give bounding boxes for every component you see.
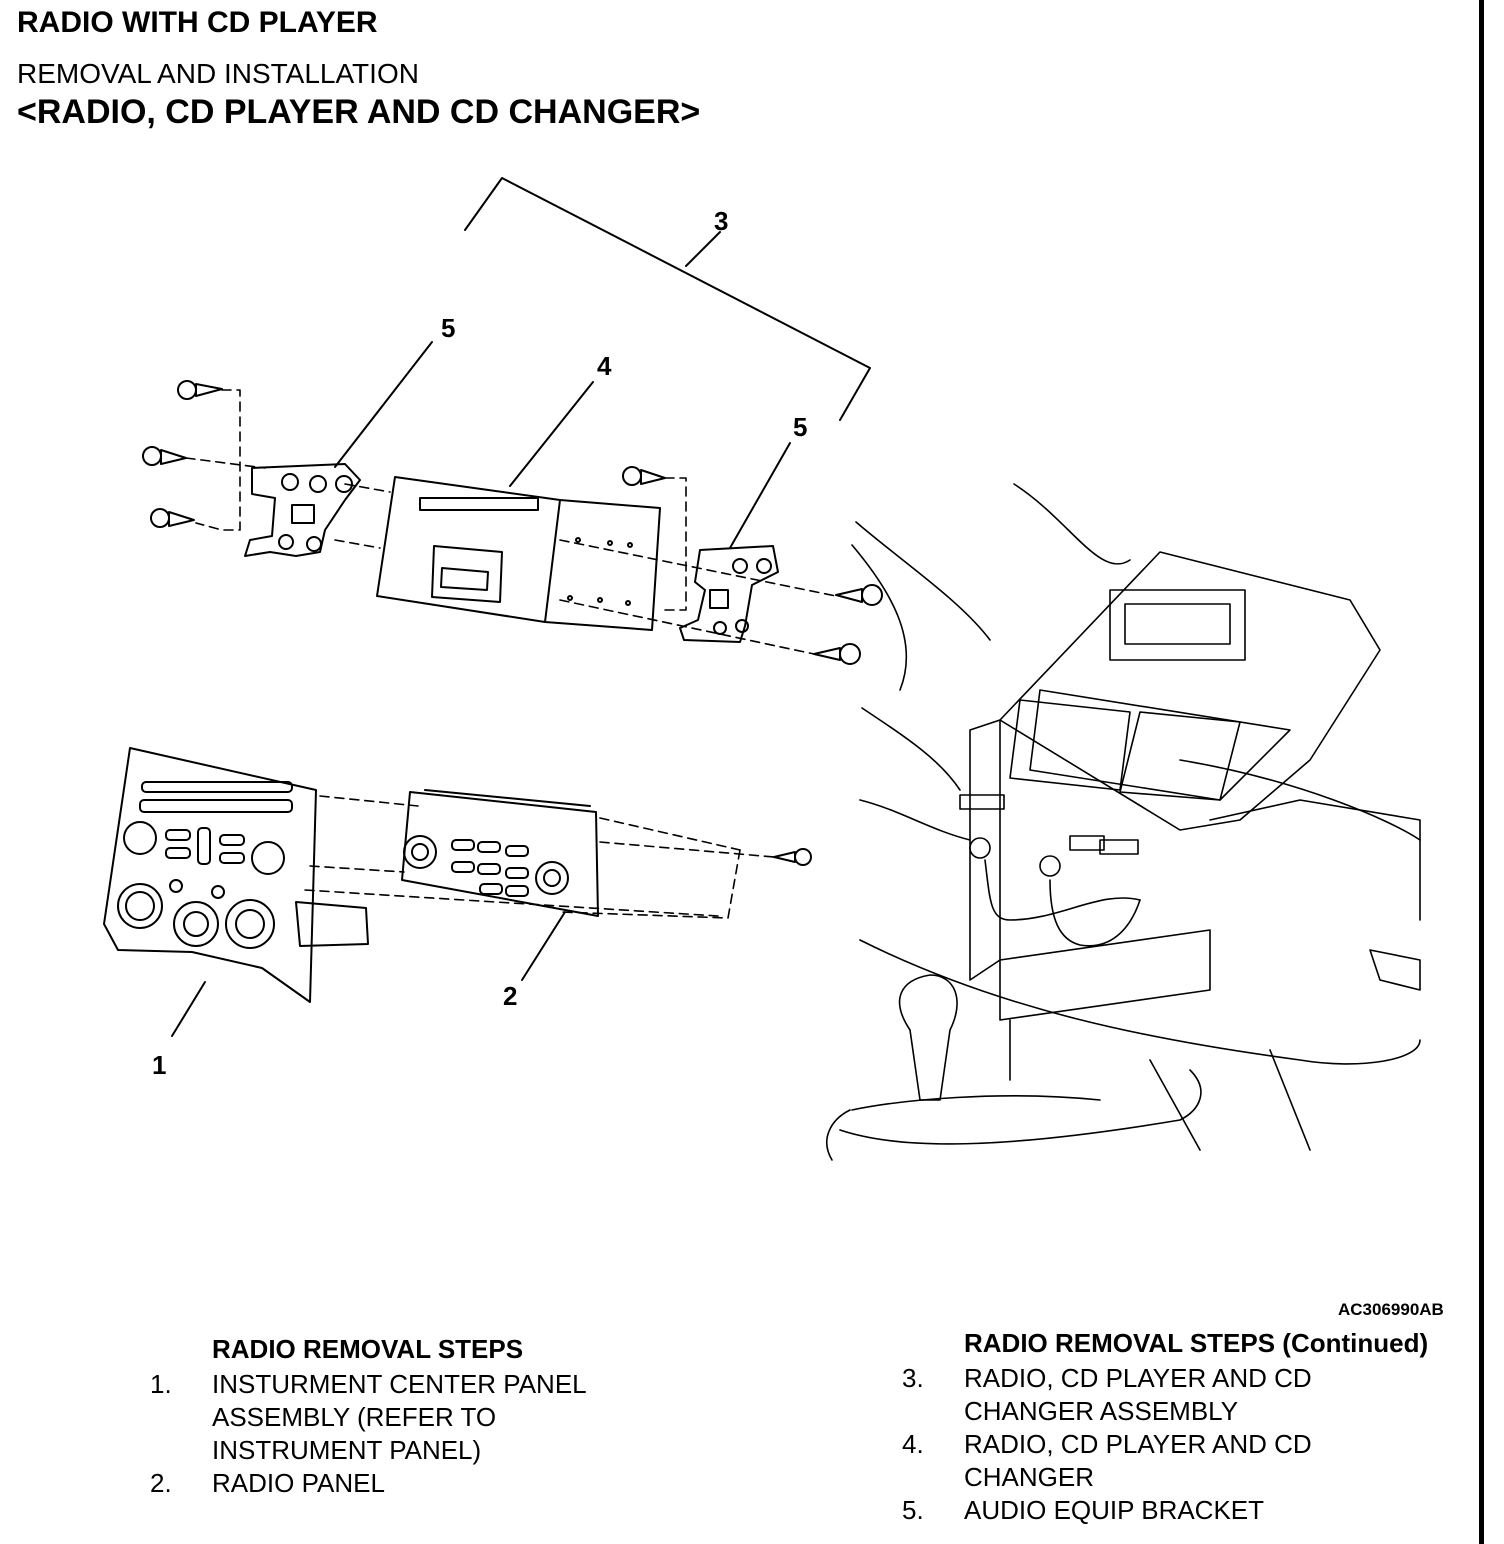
step-item: 2. RADIO PANEL bbox=[150, 1467, 587, 1500]
step-number: 4. bbox=[902, 1429, 924, 1459]
step-text: CHANGER ASSEMBLY bbox=[964, 1396, 1239, 1426]
removal-steps-right: RADIO REMOVAL STEPS (Continued) 3. RADIO… bbox=[902, 1327, 1428, 1527]
step-text: AUDIO EQUIP BRACKET bbox=[964, 1495, 1265, 1525]
callout-1: 1 bbox=[152, 1050, 166, 1080]
page-border-right bbox=[1479, 0, 1484, 1544]
screw-icon bbox=[622, 466, 666, 486]
instrument-center-panel bbox=[103, 747, 369, 1003]
callout-3: 3 bbox=[714, 206, 728, 236]
screw-icons bbox=[142, 380, 883, 866]
page-title: RADIO WITH CD PLAYER bbox=[17, 6, 378, 39]
audio-equip-bracket-left bbox=[244, 463, 361, 557]
step-number: 1. bbox=[150, 1369, 172, 1399]
step-text: INSTURMENT CENTER PANEL bbox=[212, 1369, 587, 1399]
removal-steps-left: RADIO REMOVAL STEPS 1. INSTURMENT CENTER… bbox=[150, 1333, 587, 1500]
dashboard-interior bbox=[826, 483, 1421, 1161]
page-subtitle: REMOVAL AND INSTALLATION bbox=[17, 58, 419, 89]
screw-icon bbox=[813, 643, 861, 665]
step-item: 3. RADIO, CD PLAYER AND CD CHANGER ASSEM… bbox=[902, 1362, 1428, 1428]
screw-icon bbox=[835, 584, 883, 606]
screw-icon bbox=[773, 848, 812, 866]
step-number: 3. bbox=[902, 1363, 924, 1393]
step-number: 2. bbox=[150, 1468, 172, 1498]
step-number: 5. bbox=[902, 1495, 924, 1525]
callout-4: 4 bbox=[597, 351, 612, 381]
steps-heading: RADIO REMOVAL STEPS bbox=[212, 1334, 524, 1364]
step-item: 5. AUDIO EQUIP BRACKET bbox=[902, 1494, 1428, 1527]
figure-id: AC306990AB bbox=[1338, 1300, 1444, 1319]
screw-icon bbox=[142, 446, 187, 466]
callout-5-right: 5 bbox=[793, 412, 807, 442]
step-text: RADIO PANEL bbox=[212, 1468, 385, 1498]
installation-guide-lines bbox=[185, 389, 837, 919]
steps-heading: RADIO REMOVAL STEPS (Continued) bbox=[964, 1328, 1429, 1358]
callout-2: 2 bbox=[503, 981, 517, 1011]
screw-icon bbox=[150, 508, 195, 528]
callout-labels: 1 2 3 4 5 5 bbox=[152, 206, 807, 1080]
exploded-view-diagram: 1 2 3 4 5 5 bbox=[103, 177, 1421, 1161]
step-text: RADIO, CD PLAYER AND CD bbox=[964, 1429, 1312, 1459]
radio-panel bbox=[401, 789, 599, 917]
step-item: 1. INSTURMENT CENTER PANEL ASSEMBLY (REF… bbox=[150, 1368, 587, 1467]
step-item: 4. RADIO, CD PLAYER AND CD CHANGER bbox=[902, 1428, 1428, 1494]
screw-icon bbox=[177, 380, 223, 400]
audio-equip-bracket-right bbox=[679, 545, 779, 643]
section-title: <RADIO, CD PLAYER AND CD CHANGER> bbox=[17, 93, 701, 131]
step-text: CHANGER bbox=[964, 1462, 1095, 1492]
step-text: INSTRUMENT PANEL) bbox=[212, 1435, 482, 1465]
cd-player-unit bbox=[376, 476, 661, 631]
step-text: ASSEMBLY (REFER TO bbox=[212, 1402, 497, 1432]
leader-lines bbox=[171, 341, 791, 1037]
group-bracket-3 bbox=[464, 177, 871, 421]
callout-5-left: 5 bbox=[441, 313, 455, 343]
step-text: RADIO, CD PLAYER AND CD bbox=[964, 1363, 1312, 1393]
